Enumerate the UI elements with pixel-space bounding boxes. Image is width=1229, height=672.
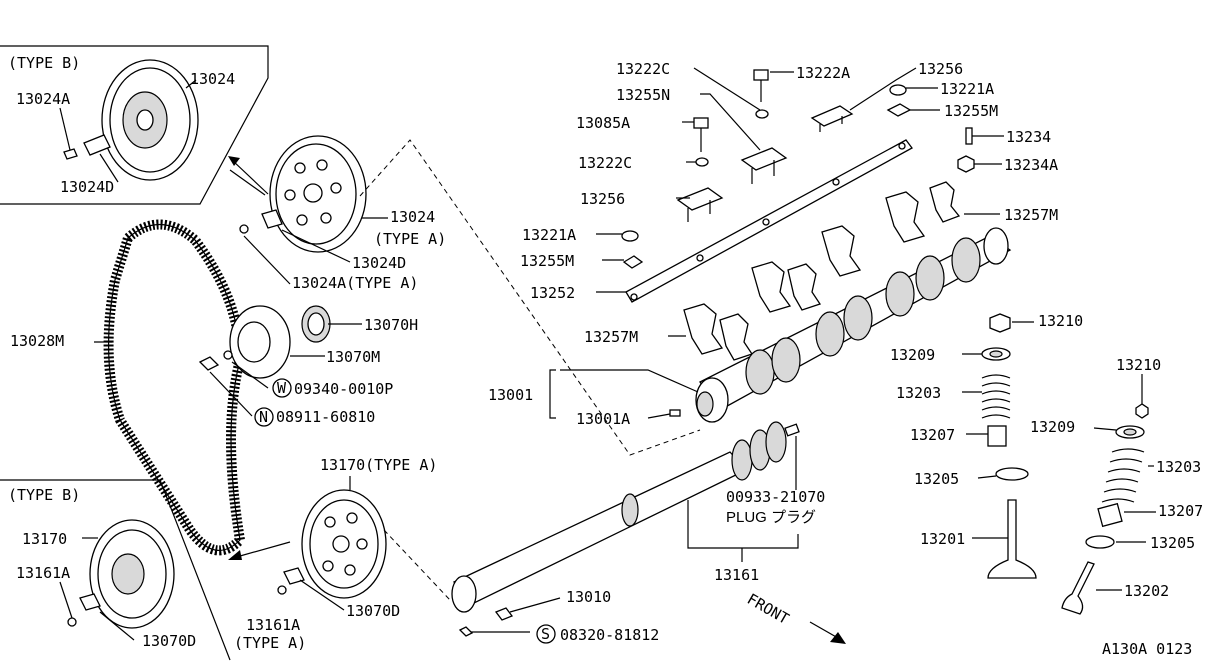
label-08911-60810: 08911-60810: [276, 408, 375, 426]
label-front: FRONT: [744, 590, 792, 628]
label-13161a-type-a: 13161A: [246, 616, 300, 634]
label-13085a: 13085A: [576, 114, 630, 132]
label-13028m: 13028M: [10, 332, 64, 350]
label-13024d-top: 13024D: [60, 178, 114, 196]
label-type-a-1: (TYPE A): [374, 230, 446, 248]
front-arrow: [809, 621, 846, 644]
label-13209: 13209: [890, 346, 935, 364]
label-13203-right: 13203: [1156, 458, 1201, 476]
label-13257m: 13257M: [584, 328, 638, 346]
label-13070d-left: 13070D: [142, 632, 196, 650]
label-13256-top: 13256: [918, 60, 963, 78]
label-type-b-top: (TYPE B): [8, 54, 80, 72]
belt-tensioner: [198, 305, 362, 417]
label-13024-top: 13024: [190, 70, 235, 88]
label-13210: 13210: [1038, 312, 1083, 330]
label-08320-81812: 08320-81812: [560, 626, 659, 644]
label-13070m: 13070M: [326, 348, 380, 366]
label-13222a: 13222A: [796, 64, 850, 82]
label-13170-type-a: 13170(TYPE A): [320, 456, 437, 474]
label-13205-right: 13205: [1150, 534, 1195, 552]
label-13024a-top: 13024A: [16, 90, 70, 108]
label-13024d: 13024D: [352, 254, 406, 272]
label-13222c-top: 13222C: [616, 60, 670, 78]
label-13221a-right: 13221A: [940, 80, 994, 98]
crank-sprocket-type-a: [277, 476, 451, 611]
label-09340-0010p: 09340-0010P: [294, 380, 393, 398]
figure-code: A130A 0123: [1102, 640, 1192, 658]
label-13234: 13234: [1006, 128, 1051, 146]
valve-assembly-center: [962, 313, 1037, 579]
label-13255n: 13255N: [616, 86, 670, 104]
rocker-small-parts: [621, 69, 975, 269]
label-13255m-right: 13255M: [944, 102, 998, 120]
label-13222c: 13222C: [578, 154, 632, 172]
label-13001: 13001: [488, 386, 533, 404]
label-13010: 13010: [566, 588, 611, 606]
rocker-arms: [668, 181, 1000, 361]
label-13257m-right: 13257M: [1004, 206, 1058, 224]
label-n-symbol: N: [259, 408, 268, 426]
label-13024a-type-a: 13024A(TYPE A): [292, 274, 418, 292]
label-w-symbol: W: [277, 379, 287, 397]
timing-belt: [94, 219, 246, 556]
leader-lines-type-a: [229, 139, 701, 456]
label-13209-right: 13209: [1030, 418, 1075, 436]
label-13205: 13205: [914, 470, 959, 488]
label-13252: 13252: [530, 284, 575, 302]
leader-lines-type-b-top: [59, 79, 197, 183]
label-plug: PLUG プラグ: [726, 509, 816, 526]
direction-arrows: [228, 156, 291, 560]
label-13203: 13203: [896, 384, 941, 402]
label-13201: 13201: [920, 530, 965, 548]
label-00933-21070: 00933-21070: [726, 488, 825, 506]
label-13070d: 13070D: [346, 602, 400, 620]
drive-shaft: [451, 421, 800, 637]
label-s-symbol: S: [541, 625, 550, 643]
rocker-leader-lines: [596, 67, 1004, 261]
label-13161: 13161: [714, 566, 759, 584]
label-13234a: 13234A: [1004, 156, 1058, 174]
valve-assembly-right: [1061, 374, 1156, 615]
symbol-circles: [254, 378, 556, 644]
part-labels: (TYPE B) 13024 13024A 13024D 13024 (TYPE…: [8, 54, 1203, 658]
label-13001a: 13001A: [576, 410, 630, 428]
label-13170: 13170: [22, 530, 67, 548]
label-13255m: 13255M: [520, 252, 574, 270]
label-13210-right: 13210: [1116, 356, 1161, 374]
label-type-b-bottom: (TYPE B): [8, 486, 80, 504]
label-13024-type-a: 13024: [390, 208, 435, 226]
crank-sprocket-type-b: [59, 519, 175, 641]
rocker-shaft: [596, 139, 913, 303]
label-13207: 13207: [910, 426, 955, 444]
label-13221a: 13221A: [522, 226, 576, 244]
label-13161a: 13161A: [16, 564, 70, 582]
camshaft: [549, 227, 1012, 423]
camshaft-sprocket-type-b-top: [63, 59, 199, 181]
label-type-a-2: (TYPE A): [234, 634, 306, 652]
label-13207-right: 13207: [1158, 502, 1203, 520]
label-13256: 13256: [580, 190, 625, 208]
label-13202: 13202: [1124, 582, 1169, 600]
camshaft-sprocket-type-a: [239, 135, 367, 253]
label-13070h: 13070H: [364, 316, 418, 334]
